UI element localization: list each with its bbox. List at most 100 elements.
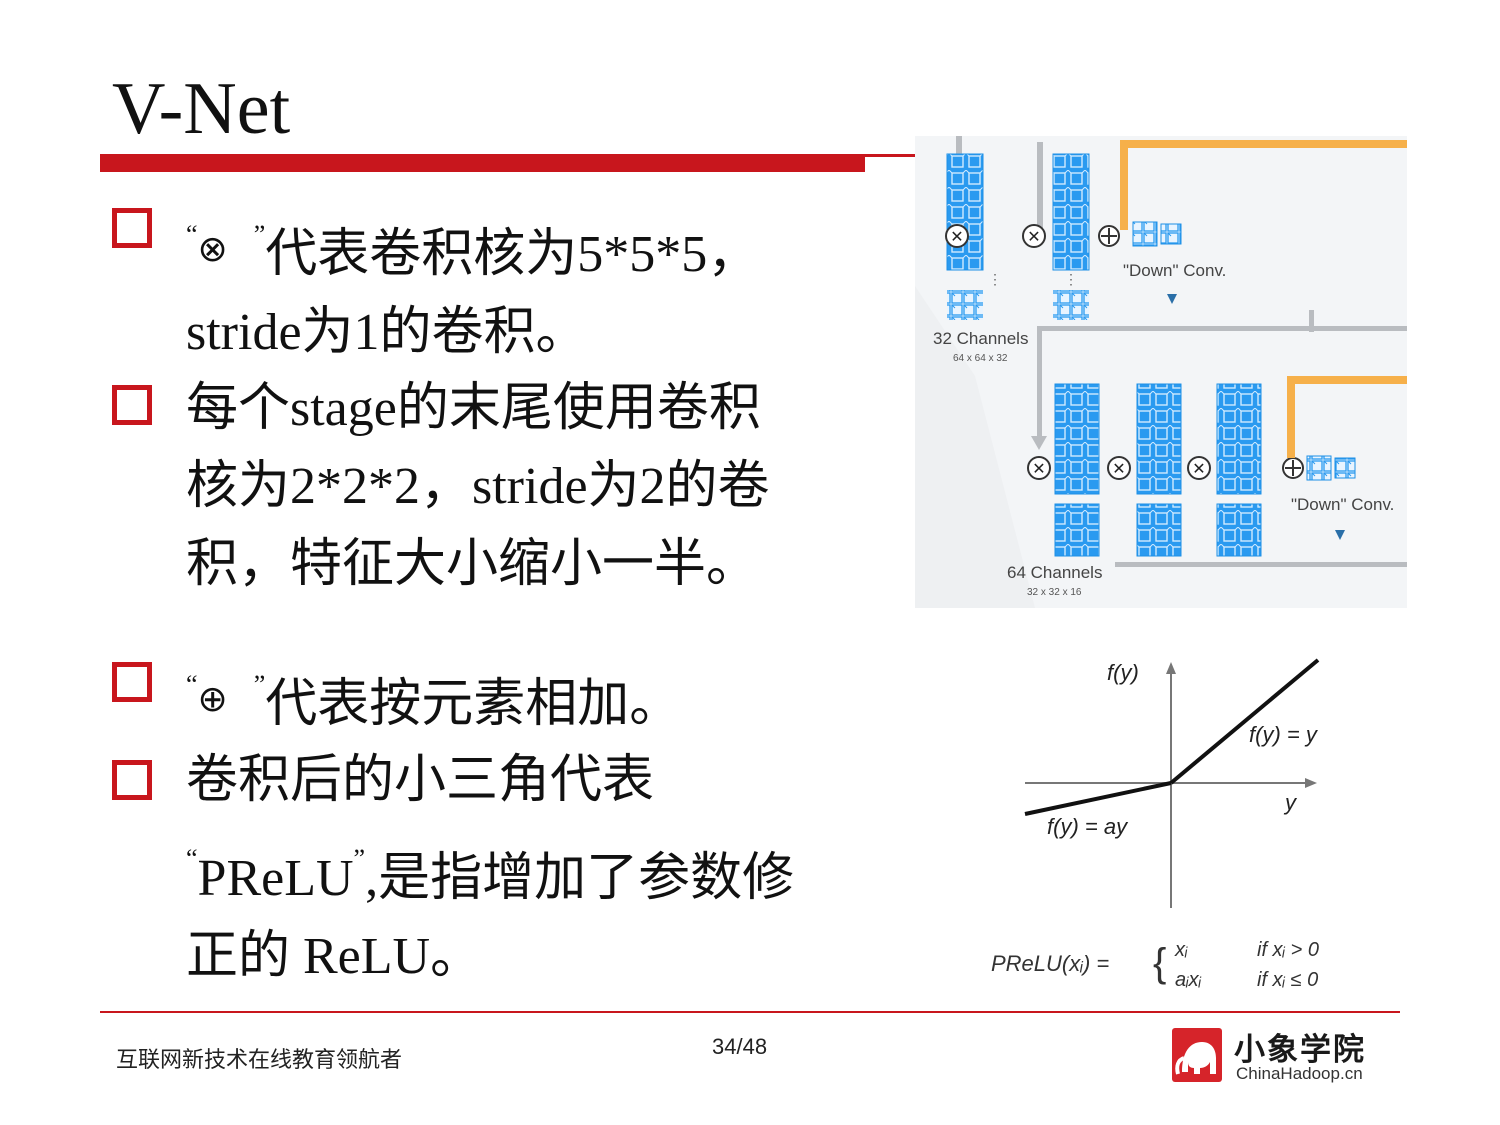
svg-text:⋮: ⋮ [988,271,1002,287]
case2-value: aᵢxᵢ [1175,969,1202,991]
orange-skip-arrow [1120,140,1128,230]
bullet-line: 卷积后的小三角代表 [186,752,655,809]
bullet-line: “PReLU”,是指增加了参数修 [186,820,794,918]
size-label: 64 x 64 x 32 [953,353,1008,364]
bullet-marker [112,662,152,702]
bullet-text-2: 每个stage的末尾使用卷积 核为2*2*2，stride为2的卷 积，特征大小… [186,370,770,604]
bullet-line-text: 代表卷积核为5*5*5， [265,226,760,283]
bullet-marker [112,760,152,800]
svg-text:⋮: ⋮ [1064,271,1078,287]
open-quote: “ [186,670,198,699]
bullet-text-1: “⊗ ”代表卷积核为5*5*5， stride为1的卷积。 [186,196,759,372]
otimes-node: ✕ [1107,456,1131,480]
down-conv-cube [1160,223,1182,245]
oplus-symbol: ⊕ [197,679,228,720]
feature-block-small [947,290,983,320]
otimes-node: ✕ [1022,224,1046,248]
formula-lhs: PReLU(xᵢ) = [991,951,1109,976]
close-quote: ” [253,670,266,699]
bullet-line-text: 代表按元素相加。 [265,676,682,733]
down-conv-cube [1334,457,1356,479]
feature-block [946,153,984,271]
vnet-architecture-figure: ⋮ ⋮ ✕ ✕ "Down" Conv. 32 Channels 64 x 64… [915,136,1407,608]
arrow-head [1031,436,1047,450]
residual-arrow [1037,142,1043,232]
otimes-node: ✕ [945,224,969,248]
close-quote: ” [253,220,266,249]
orange-skip-arrow [1287,376,1295,458]
svg-text:✕: ✕ [1112,461,1125,478]
slide-title: V-Net [112,68,291,150]
feature-block [1136,503,1182,557]
bullet-line: 核为2*2*2，stride为2的卷 [186,458,770,515]
down-conv-cube [1306,455,1332,481]
bullet-marker [112,385,152,425]
x-axis-label: y [1283,790,1298,815]
negative-label: f(y) = ay [1047,814,1129,839]
bullet-line: 每个stage的末尾使用卷积 [186,380,761,437]
case1-value: xᵢ [1174,939,1188,961]
svg-text:✕: ✕ [950,229,963,246]
page-number: 34/48 [712,1034,768,1059]
bullet-line: stride为1的卷积。 [186,304,588,361]
bullet-line: 正的 ReLU。 [186,928,483,985]
svg-text:✕: ✕ [1192,461,1205,478]
logo-name: 小象学院 [1234,1032,1366,1068]
svg-text:✕: ✕ [1032,461,1045,478]
x-axis-arrow [1305,778,1317,788]
bullet-line: “⊕ ”代表按元素相加。 [186,646,681,744]
title-underline-thin [865,154,915,157]
prelu-figure: f(y) y f(y) = y f(y) = ay PReLU(xᵢ) = { … [985,650,1385,1000]
feature-block [1054,503,1100,557]
orange-skip-arrow [1120,140,1407,148]
negative-line [1024,781,1172,816]
oplus-node [1282,457,1304,479]
bullet-line: “⊗ ”代表卷积核为5*5*5， [186,196,759,294]
down-conv-cube [1132,221,1158,247]
feature-block [1136,383,1182,495]
channels-label: 64 Channels [1007,563,1102,582]
case2-condition: if xᵢ ≤ 0 [1257,969,1318,991]
skip-band [915,286,1035,608]
bullet-text-4: 卷积后的小三角代表 “PReLU”,是指增加了参数修 正的 ReLU。 [186,742,794,996]
otimes-symbol: ⊗ [197,229,228,270]
bullet-line-text: ,是指增加了参数修 [365,850,795,907]
case1-condition: if xᵢ > 0 [1257,939,1319,961]
oplus-node [1098,225,1120,247]
bullet-text-3: “⊕ ”代表按元素相加。 [186,646,681,744]
feature-block-small [1053,290,1089,320]
close-quote: ” [353,844,366,873]
y-axis-label: f(y) [1107,660,1139,685]
footer-slogan: 互联网新技术在线教育领航者 [116,1047,403,1072]
orange-skip-arrow [1287,376,1407,384]
feature-block [1216,383,1262,495]
svg-text:✕: ✕ [1027,229,1040,246]
feature-block [1054,383,1100,495]
logo: 小象学院 ChinaHadoop.cn [1170,1026,1390,1086]
positive-line [1169,658,1320,785]
positive-label: f(y) = y [1249,722,1319,747]
feature-block [1052,153,1090,271]
otimes-node: ✕ [1027,456,1051,480]
prelu-term: PReLU [197,850,354,907]
down-conv-label: "Down" Conv. [1291,495,1394,514]
prelu-triangle [1335,530,1345,540]
open-quote: “ [186,220,198,249]
connector-line [1309,310,1314,332]
bullet-marker [112,208,152,248]
y-axis-arrow [1166,662,1176,674]
title-underline [100,154,865,172]
prelu-triangle [1167,294,1177,304]
connector-line [1037,326,1042,442]
connector-line [1037,326,1407,331]
channels-label: 32 Channels [933,329,1028,348]
otimes-node: ✕ [1187,456,1211,480]
down-conv-label: "Down" Conv. [1123,261,1226,280]
open-quote: “ [186,844,198,873]
connector-line [1115,562,1407,567]
bullet-line: 积，特征大小缩小一半。 [186,536,759,593]
size-label: 32 x 32 x 16 [1027,587,1082,598]
formula-brace: { [1153,941,1166,985]
logo-url: ChinaHadoop.cn [1236,1064,1363,1083]
elephant-logo-icon [1172,1028,1222,1082]
